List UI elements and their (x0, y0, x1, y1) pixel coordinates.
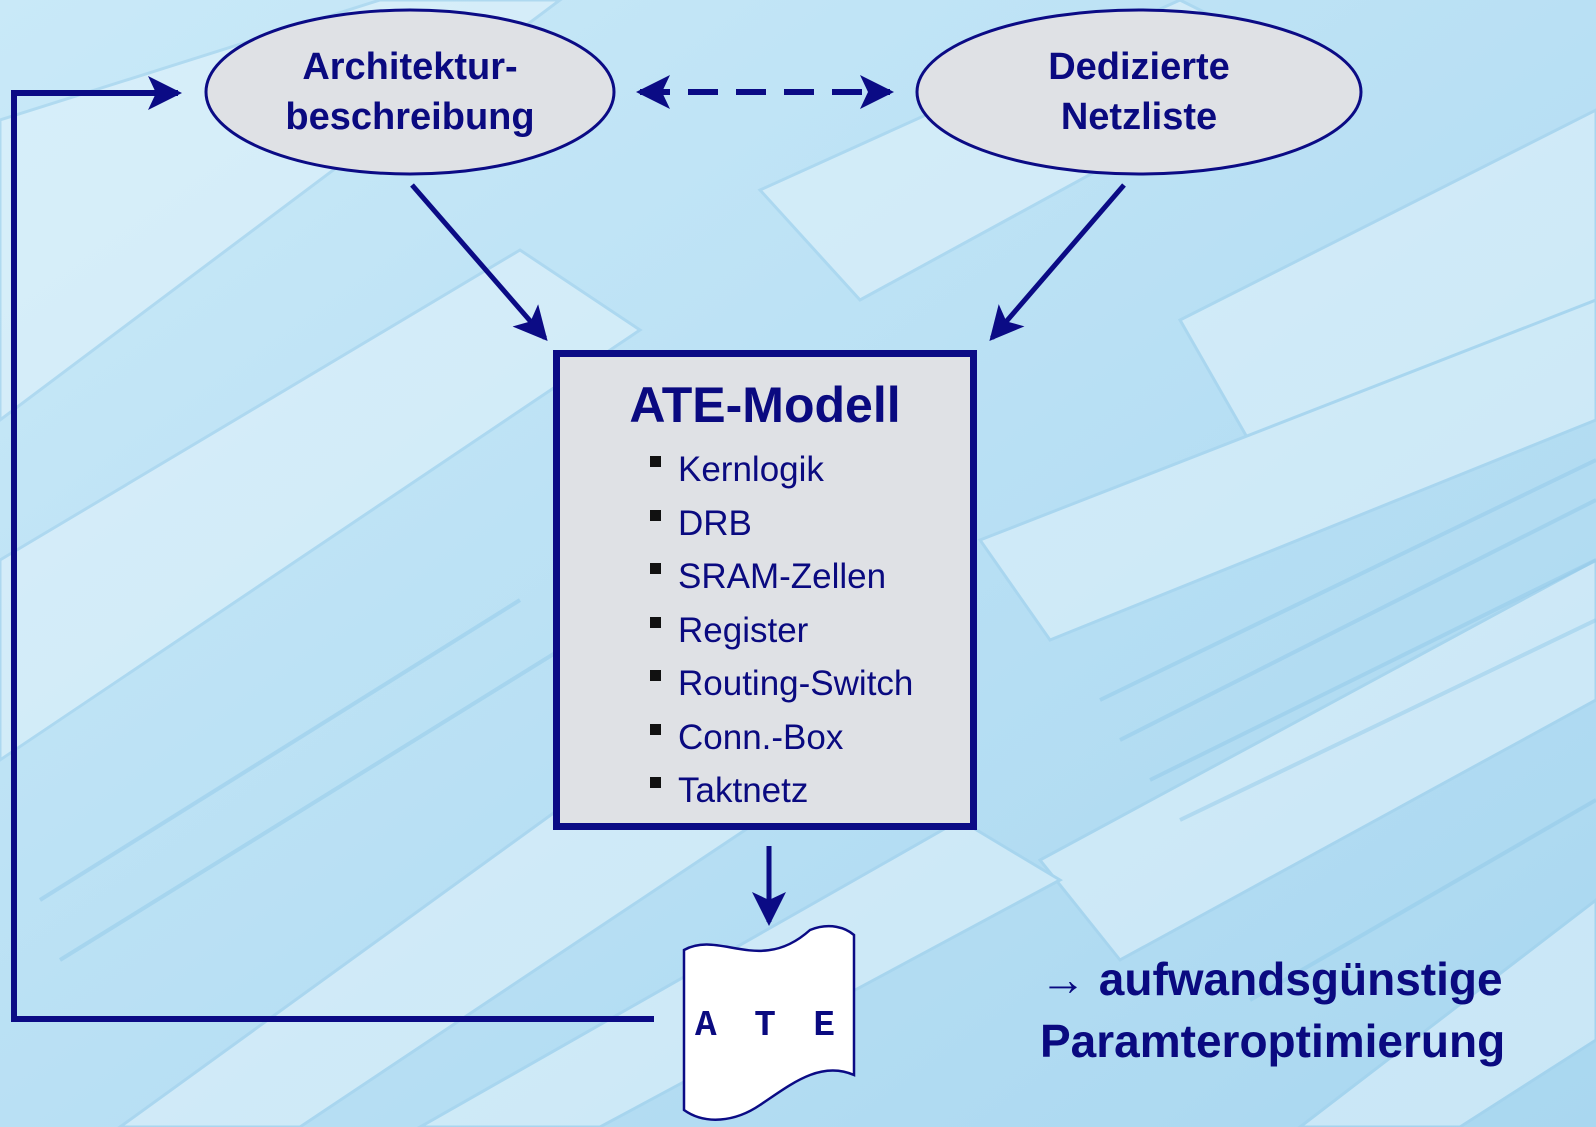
list-item-label: Conn.-Box (678, 717, 844, 757)
feedback-loop-arrow (11, 76, 654, 1022)
list-item-label: SRAM-Zellen (678, 557, 887, 596)
ate-model-title: ATE-Modell (629, 377, 901, 433)
list-item: Register (650, 604, 913, 658)
list-item-label: Kernlogik (678, 450, 824, 489)
square-bullet-icon (650, 563, 661, 574)
node-architecture-line2: beschreibung (285, 96, 535, 138)
list-item: Kernlogik (650, 443, 913, 497)
node-dedicated-netlist-shape (915, 8, 1363, 176)
conclusion-text: → aufwandsgünstige Paramteroptimierung (1040, 948, 1505, 1072)
ate-document-label: A T E (694, 1005, 844, 1046)
ate-document-shape (682, 924, 856, 1121)
node-netlist-line1: Dedizierte (1048, 46, 1230, 88)
arrow-netlist-to-model (989, 183, 1126, 342)
square-bullet-icon (650, 777, 661, 788)
node-architecture-description-shape (204, 8, 616, 176)
square-bullet-icon (650, 509, 661, 521)
list-item: Routing-Switch (650, 657, 913, 711)
conclusion-line1: → aufwandsgünstige (1040, 953, 1503, 1005)
list-item: Conn.-Box (650, 711, 913, 765)
list-item-label: Taktnetz (678, 771, 809, 810)
node-netlist-line2: Netzliste (1060, 96, 1218, 138)
square-bullet-icon (650, 670, 661, 681)
square-bullet-icon (650, 456, 661, 467)
list-item-label: Routing-Switch (678, 664, 914, 703)
arrow-architecture-to-model (410, 183, 548, 342)
node-dedicated-netlist: Dedizierte Netzliste (917, 42, 1361, 142)
list-item: SRAM-Zellen (650, 550, 913, 604)
ate-model-box: ATE-Modell Kernlogik DRB SRAM-Zellen Reg… (553, 350, 977, 830)
ate-model-component-list: Kernlogik DRB SRAM-Zellen Register Routi… (650, 443, 913, 818)
list-item: Taktnetz (650, 764, 913, 818)
node-architecture-line1: Architektur- (302, 46, 518, 88)
list-item-label: DRB (678, 503, 752, 543)
list-item: DRB (650, 497, 913, 551)
square-bullet-icon (650, 723, 661, 735)
node-architecture-description: Architektur- beschreibung (206, 42, 614, 142)
list-item-label: Register (678, 610, 809, 650)
square-bullet-icon (650, 616, 661, 628)
conclusion-line2: Paramteroptimierung (1040, 1015, 1506, 1067)
